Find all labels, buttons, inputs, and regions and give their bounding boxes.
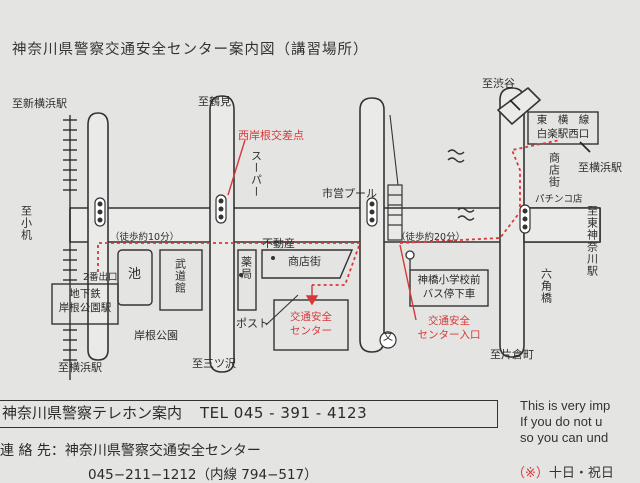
telephone-label: 神奈川県警察テレホン案内: [2, 404, 183, 422]
center-arrow: [305, 295, 319, 306]
label-yakkyoku: 薬局: [239, 256, 253, 280]
center-entrance-label: 交通安全 センター入口: [417, 315, 481, 341]
label-to-komatsu: 至小机: [19, 205, 33, 241]
note-mark: （※）: [512, 466, 549, 481]
label-school: 文: [383, 332, 393, 343]
label-pachinko: パチンコ店: [535, 194, 583, 205]
note: （※）十日・祝日: [512, 462, 614, 481]
label-to-shibuya: 至渋谷: [482, 77, 515, 90]
shotengai-block: [261, 249, 354, 279]
contact-number: 045−211−1212（内線 794−517）: [88, 467, 318, 483]
walk-route-10min: [97, 242, 362, 286]
telephone-number: TEL 045 - 391 - 4123: [200, 404, 368, 422]
label-walk-10min: （徒歩約10分）: [110, 232, 180, 243]
label-shotengai-right: 商店街: [547, 152, 561, 188]
subway-station-box: [51, 283, 119, 325]
label-walk-20min: （徒歩約20分）: [396, 232, 466, 243]
walk-route-20min: [399, 139, 561, 244]
label-to-shin-yokohama: 至新横浜駅: [12, 97, 67, 110]
telephone-info: 神奈川県警察テレホン案内 TEL 045 - 391 - 4123: [0, 400, 498, 428]
label-budokan: 武道館: [173, 258, 187, 294]
budokan-block: [159, 249, 203, 311]
label-shiei-pool: 市営プール: [322, 187, 377, 200]
bus-stop-box: [409, 269, 489, 307]
label-to-yokohama-right: 至横浜駅: [578, 161, 622, 174]
label-nishikishine-intersection: 西岸根交差点: [238, 129, 304, 142]
label-shotengai: 商店街: [288, 255, 321, 268]
side-text-2: If you do not u: [520, 414, 603, 429]
label-to-higashi-kanagawa: 至東神奈川駅: [585, 205, 599, 277]
label-exit-2: 2番出口: [83, 272, 118, 283]
label-fudosan: 不動産: [262, 237, 295, 250]
note-text: 十日・祝日: [548, 466, 614, 481]
subway-station-label: 地下鉄 岸根公園駅: [58, 288, 112, 314]
yakkyoku-block: [237, 249, 257, 311]
side-text-1: This is very imp: [520, 398, 611, 413]
label-pond: 池: [128, 267, 142, 282]
pond-block: [117, 249, 153, 306]
side-text-3: so you can und: [520, 430, 609, 445]
label-to-katakuracho: 至片倉町: [490, 348, 534, 361]
map-title: 神奈川県警察交通安全センター案内図（講習場所）: [12, 42, 369, 58]
label-to-yokohama-bottom: 至横浜駅: [58, 361, 102, 374]
contact-label: 連 絡 先：神奈川県警察交通安全センター: [0, 443, 261, 459]
pool-building: [387, 184, 403, 241]
toyoko-box: [527, 111, 599, 145]
label-to-tsurumi: 至鶴見: [198, 95, 231, 108]
school-icon: [379, 331, 397, 349]
bus-stop-label: 神橋小学校前 バス停下車: [417, 274, 481, 300]
center-label: 交通安全 センター: [290, 311, 332, 337]
bus-stop-icon: [405, 250, 415, 260]
label-supermarket: スーパー: [249, 150, 263, 198]
label-to-mitsuzawa: 至三ツ沢: [192, 357, 236, 370]
label-kishine-park: 岸根公園: [134, 329, 178, 342]
label-rokkakubashi: 六角橋: [539, 268, 553, 304]
road-shibuya: [497, 87, 541, 125]
label-post: ポスト: [236, 317, 269, 330]
toyoko-line-label: 東 横 線 白楽駅西口: [536, 114, 590, 140]
